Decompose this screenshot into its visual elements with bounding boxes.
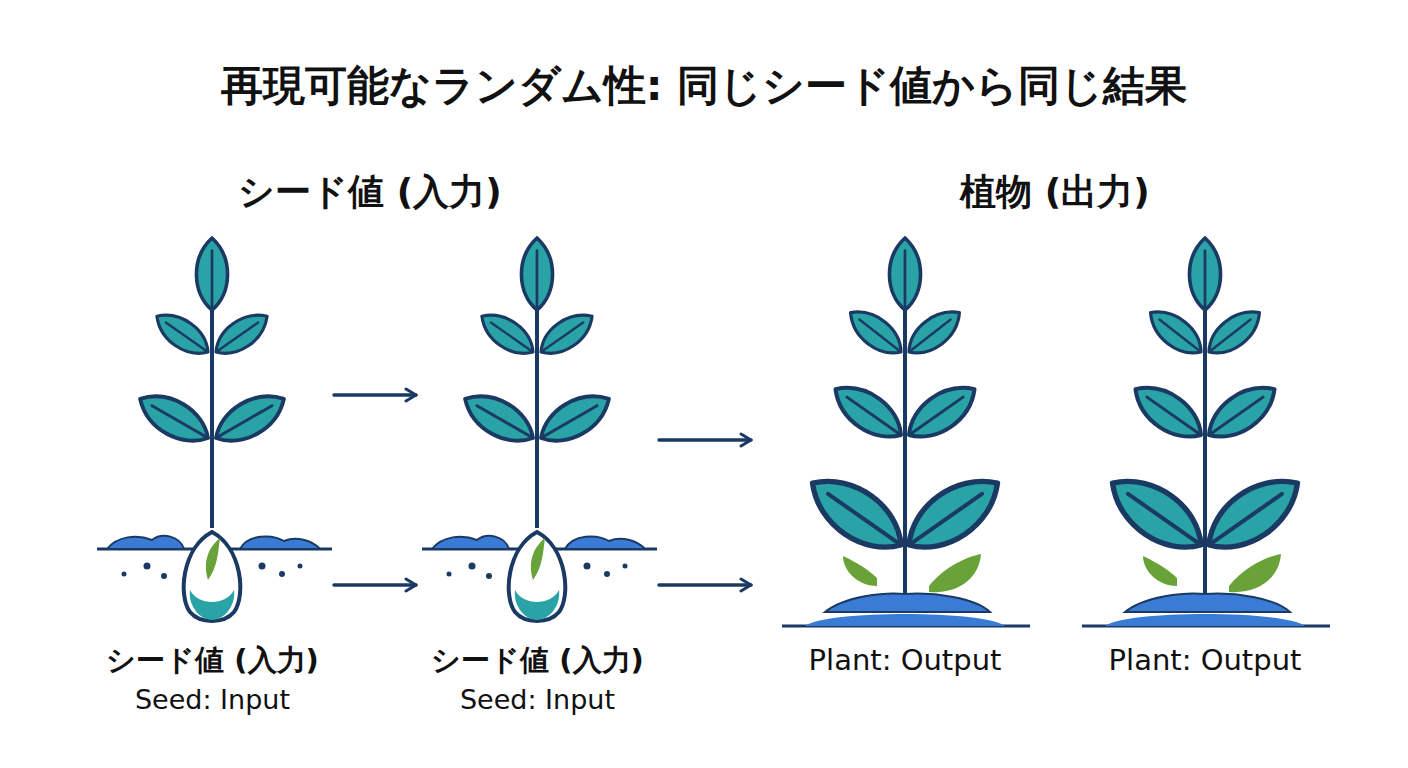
seed-figure: シード値 (入力)Seed: Input xyxy=(420,235,655,640)
flow-arrow xyxy=(659,438,751,442)
diagram-title: 再現可能なランダム性: 同じシード値から同じ結果 xyxy=(221,58,1187,114)
plant-figure: Plant: Output xyxy=(1055,235,1355,640)
figure-caption: Plant: Output xyxy=(809,640,1002,680)
caption-subline: Seed: Input xyxy=(106,680,319,720)
section-heading: 植物 (出力) xyxy=(960,168,1149,217)
section-heading: シード値 (入力) xyxy=(238,168,501,217)
flow-arrow xyxy=(659,583,751,587)
figure-caption: Plant: Output xyxy=(1109,640,1302,680)
figure-caption: シード値 (入力)Seed: Input xyxy=(431,640,644,720)
caption-line: シード値 (入力) xyxy=(106,640,319,680)
caption-line: シード値 (入力) xyxy=(431,640,644,680)
caption-line: Plant: Output xyxy=(1109,640,1302,680)
flow-arrow xyxy=(334,393,416,397)
plant-figure: Plant: Output xyxy=(755,235,1055,640)
seed-figure: シード値 (入力)Seed: Input xyxy=(95,235,330,640)
caption-line: Plant: Output xyxy=(809,640,1002,680)
figure-caption: シード値 (入力)Seed: Input xyxy=(106,640,319,720)
caption-subline: Seed: Input xyxy=(431,680,644,720)
flow-arrow xyxy=(334,583,416,587)
